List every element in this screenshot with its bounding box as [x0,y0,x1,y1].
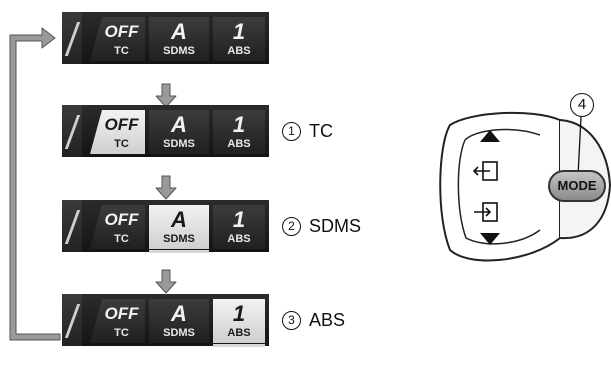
abs-label: ABS [227,233,251,245]
tc-segment: OFF TC [90,110,145,154]
sdms-value: A [171,112,187,137]
step-text: SDMS [309,216,362,236]
tc-value: OFF [104,210,139,229]
step-label-tc: 1 TC [282,121,333,142]
abs-segment: 1 ABS [213,110,265,154]
step-number: 2 [282,217,301,236]
abs-value: 1 [232,301,246,326]
sdms-value: A [171,207,187,232]
abs-value: 1 [232,19,246,44]
abs-segment: 1 ABS [213,17,265,61]
abs-label: ABS [227,138,251,150]
down-arrow-icon [480,233,500,245]
callout-leader-line [577,116,582,177]
abs-label: ABS [227,45,251,57]
step-number: 1 [282,122,301,141]
display-strip-initial: OFF TC A SDMS 1 ABS [62,12,269,64]
down-arrow-2 [155,175,177,200]
abs-segment: 1 ABS [213,299,265,347]
switch-inner-panel [457,128,541,245]
tc-label: TC [114,138,129,150]
abs-label: ABS [227,327,251,339]
sdms-label: SDMS [163,327,195,339]
enter-icon [474,202,498,222]
exit-icon [472,161,498,181]
abs-value: 1 [232,207,246,232]
display-slash-mark [62,294,82,346]
step-label-abs: 3 ABS [282,310,345,331]
loop-back-arrow [9,27,61,341]
sdms-label: SDMS [163,45,195,57]
tc-label: TC [114,327,129,339]
up-arrow-icon [480,130,500,142]
sdms-label: SDMS [163,233,195,245]
sdms-label: SDMS [163,138,195,150]
step-text: ABS [309,310,346,330]
step-label-sdms: 2 SDMS [282,216,361,237]
step-number: 3 [282,311,301,330]
display-strip-abs: OFF TC A SDMS 1 ABS [62,294,269,347]
sdms-segment: A SDMS [149,110,209,154]
tc-label: TC [114,45,129,57]
tc-value: OFF [104,115,139,134]
tc-value: OFF [104,22,139,41]
switch-housing [439,111,561,262]
sdms-segment: A SDMS [149,17,209,61]
display-slash-mark [62,105,82,157]
mode-button[interactable]: MODE [548,170,606,202]
down-arrow-1 [155,83,177,108]
sdms-segment: A SDMS [149,205,209,253]
abs-segment: 1 ABS [213,205,265,249]
display-slash-mark [62,200,82,252]
sdms-value: A [171,301,187,326]
sdms-value: A [171,19,187,44]
down-arrow-3 [155,269,177,294]
abs-value: 1 [232,112,246,137]
tc-label: TC [114,233,129,245]
display-slash-mark [62,12,82,64]
sdms-segment: A SDMS [149,299,209,343]
tc-value: OFF [104,304,139,323]
display-strip-sdms: OFF TC A SDMS 1 ABS [62,200,269,253]
callout-number-4: 4 [570,93,594,117]
step-text: TC [309,121,333,141]
display-strip-tc: OFF TC A SDMS 1 ABS [62,105,269,157]
